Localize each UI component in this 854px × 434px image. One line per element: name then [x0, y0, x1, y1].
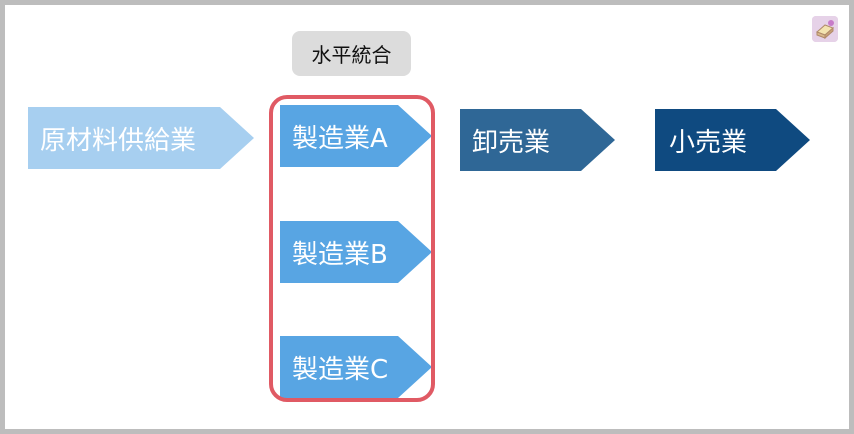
stage-label: 卸売業: [472, 127, 551, 158]
stage-label: 製造業B: [292, 239, 388, 270]
stage-retail: 小売業: [655, 109, 810, 171]
stage-manufacturer-c: 製造業C: [280, 336, 432, 398]
horizontal-integration-highlight: [269, 95, 435, 402]
stage-label: 製造業A: [292, 123, 388, 154]
horizontal-integration-label: 水平統合: [292, 31, 411, 76]
stage-raw-materials: 原材料供給業: [28, 107, 254, 169]
stage-wholesale: 卸売業: [460, 109, 615, 171]
stage-manufacturer-a: 製造業A: [280, 105, 432, 167]
stage-manufacturer-b: 製造業B: [280, 221, 432, 283]
stage-label: 原材料供給業: [40, 125, 197, 156]
app-badge-icon[interactable]: [812, 16, 838, 42]
badge-glyph-icon: [812, 16, 838, 42]
group-label-text: 水平統合: [311, 43, 392, 67]
stage-label: 製造業C: [292, 354, 389, 385]
stage-label: 小売業: [669, 127, 748, 158]
